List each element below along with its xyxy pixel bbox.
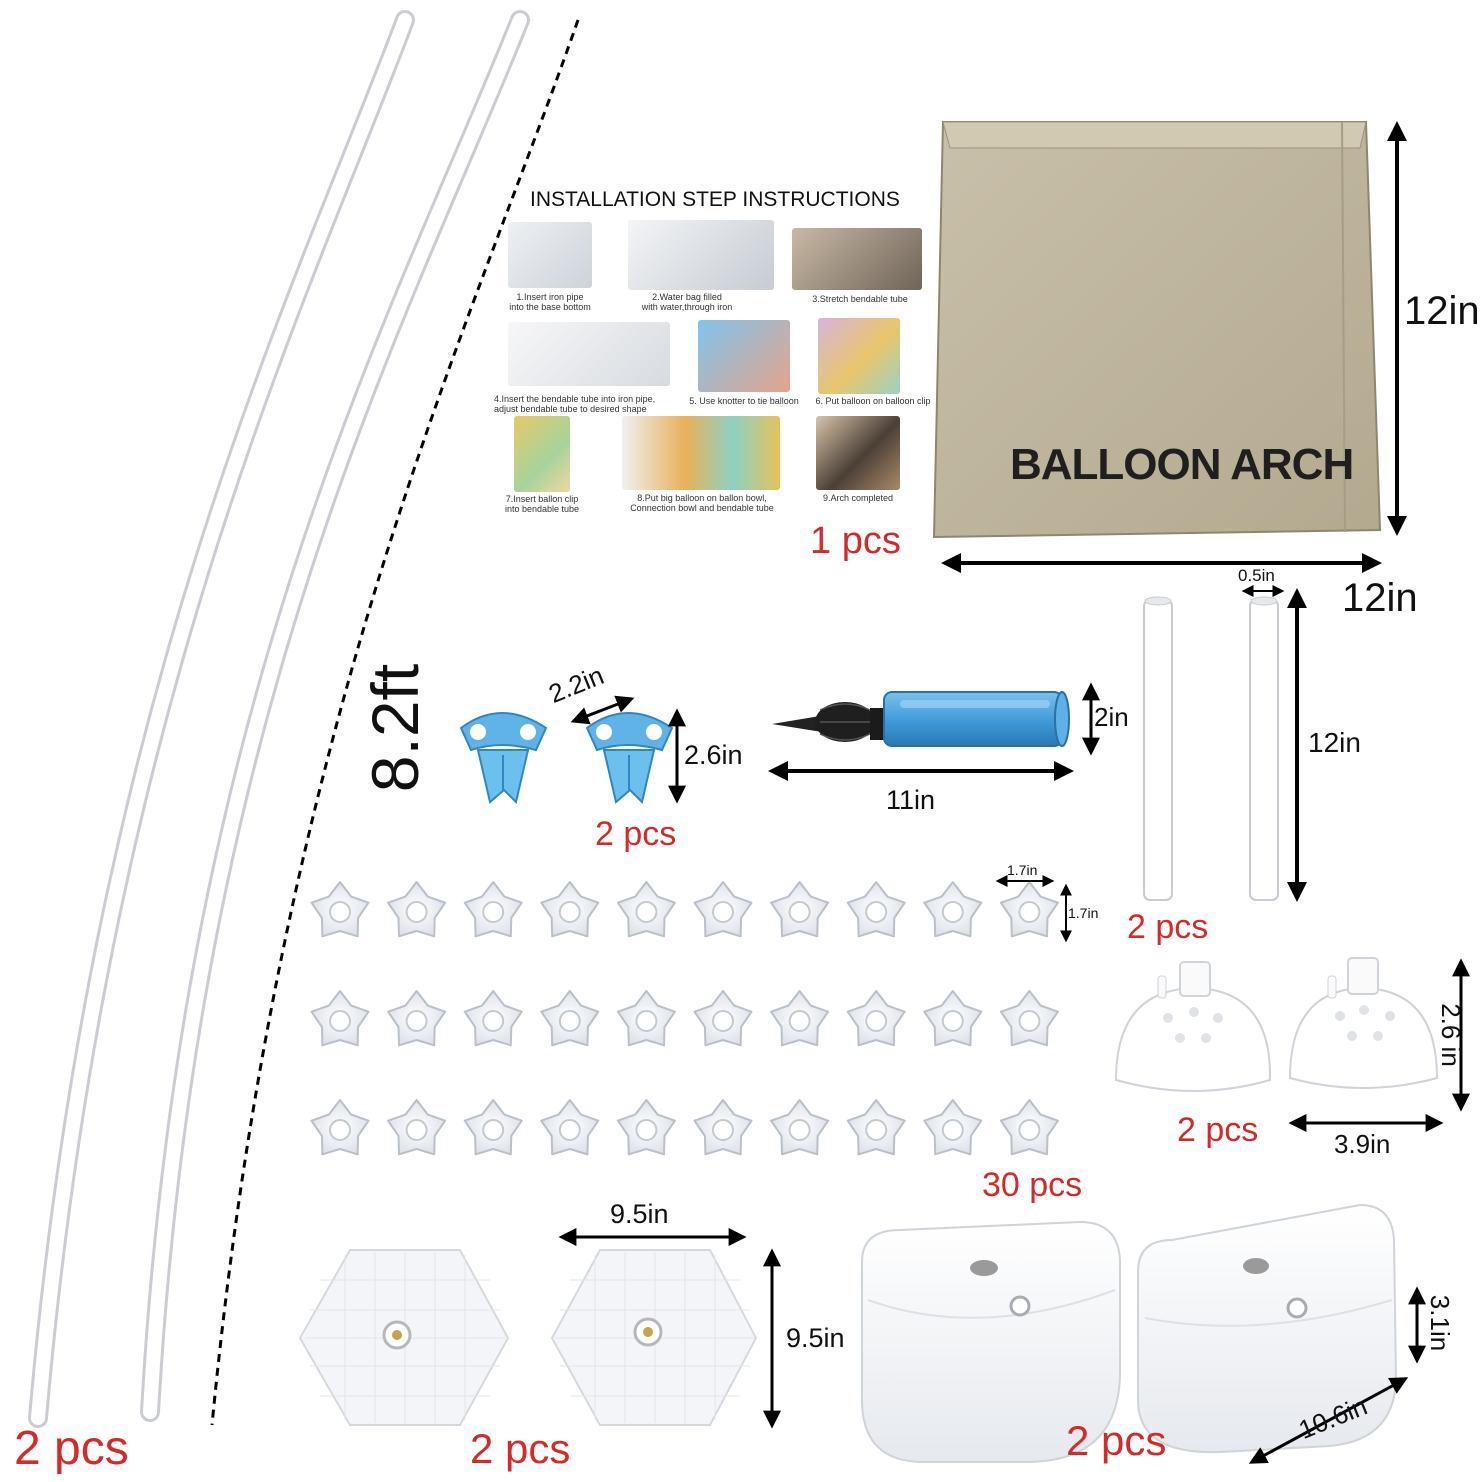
step-4-photo xyxy=(508,322,670,386)
pump-length-label: 11in xyxy=(886,785,936,815)
balloon-clip xyxy=(310,990,370,1047)
water-bag-qty: 2 pcs xyxy=(1066,1417,1167,1464)
arch-length-dashed-line xyxy=(210,19,580,1426)
balloon-clip xyxy=(540,1099,600,1156)
step-9-photo xyxy=(816,416,900,490)
knotter-height-label: 2.6in xyxy=(684,740,743,770)
balloon-clip xyxy=(463,881,523,938)
balloon-clip xyxy=(540,881,600,938)
step-5-caption: 5. Use knotter to tie balloon xyxy=(689,396,799,406)
balloon-clip-grid xyxy=(310,881,1059,1156)
step-2-caption: 2.Water bag filled with water,through ir… xyxy=(641,292,733,312)
step-6-photo xyxy=(818,318,900,394)
hex-base-qty: 2 pcs xyxy=(470,1425,571,1472)
pole-diameter-label: 0.5in xyxy=(1238,566,1275,585)
hex-height-label: 9.5in xyxy=(786,1323,845,1353)
step-5-photo xyxy=(698,320,790,392)
step-1-caption: 1.Insert iron pipe into the base bottom xyxy=(509,292,591,312)
balloon-clip xyxy=(846,881,906,938)
bowl-qty: 2 pcs xyxy=(1177,1111,1259,1149)
balloon-clip xyxy=(387,1099,447,1156)
balloon-clip xyxy=(770,1099,830,1156)
arch-tube-right xyxy=(140,10,530,1422)
balloon-clip xyxy=(923,1099,983,1156)
balloon-clip xyxy=(999,1099,1059,1156)
arch-length-label: 8.2ft xyxy=(358,663,432,793)
hand-pump xyxy=(772,691,1070,747)
knotter-width-arrow xyxy=(570,695,635,725)
box-height-label: 12in xyxy=(1404,289,1480,333)
instructions-qty: 1 pcs xyxy=(810,520,901,562)
balloon-arch-box xyxy=(932,121,1382,539)
step-6-caption: 6. Put balloon on balloon clip xyxy=(815,396,931,406)
bowl-width-label: 3.9in xyxy=(1334,1129,1391,1159)
balloon-clip xyxy=(923,881,983,938)
step-3-caption: 3.Stretch bendable tube xyxy=(812,294,908,304)
balloon-clip xyxy=(770,881,830,938)
balloon-clip xyxy=(846,1099,906,1156)
balloon-clip xyxy=(463,1099,523,1156)
balloon-clip xyxy=(693,1099,753,1156)
hexagon-base xyxy=(298,1249,510,1426)
clip-height-label: 1.7in xyxy=(1068,905,1099,921)
balloon-clip xyxy=(616,1099,676,1156)
balloon-clip xyxy=(616,881,676,938)
step-1-photo xyxy=(508,222,592,288)
hexagon-base xyxy=(550,1249,758,1426)
clip-qty: 30 pcs xyxy=(982,1166,1083,1204)
arch-tube-qty: 2 pcs xyxy=(14,1422,129,1475)
knotter-qty: 2 pcs xyxy=(595,815,677,853)
balloon-clip xyxy=(923,990,983,1047)
balloon-clip xyxy=(770,990,830,1047)
bag-length-arrow xyxy=(1248,1377,1409,1464)
step-3-photo xyxy=(792,228,922,290)
step-7-caption: 7.Insert ballon clip into bendable tube xyxy=(504,494,580,514)
balloon-clip xyxy=(463,990,523,1047)
step-7-photo xyxy=(514,416,570,492)
balloon-knotter-tool xyxy=(459,712,548,804)
hex-width-label: 9.5in xyxy=(610,1199,669,1229)
box-label: BALLOON ARCH xyxy=(1010,440,1354,489)
balloon-clip xyxy=(693,881,753,938)
bag-height-label: 3.1in xyxy=(1425,1294,1455,1352)
bowl-height-label: 2.6 in xyxy=(1436,1003,1466,1067)
balloon-clip xyxy=(846,990,906,1047)
balloon-clip xyxy=(616,990,676,1047)
step-4-caption: 4.Insert the bendable tube into iron pip… xyxy=(494,394,656,414)
balloon-clip xyxy=(999,990,1059,1047)
step-2-photo xyxy=(628,220,774,290)
balloon-clip xyxy=(310,1099,370,1156)
balloon-clip xyxy=(310,881,370,938)
balloon-clip xyxy=(693,990,753,1047)
balloon-bowl xyxy=(1114,961,1272,1092)
pole-qty: 2 pcs xyxy=(1127,908,1209,946)
balloon-knotter-tool xyxy=(585,712,674,804)
clip-width-label: 1.7in xyxy=(1007,862,1038,878)
balloon-clip xyxy=(387,881,447,938)
arch-tube-left xyxy=(28,10,415,1428)
balloon-bowl xyxy=(1288,957,1439,1089)
step-8-caption: 8.Put big balloon on ballon bowl, Connec… xyxy=(630,493,774,513)
box-width-label: 12in xyxy=(1342,576,1418,620)
balloon-clip xyxy=(999,881,1059,938)
pump-height-label: 2in xyxy=(1094,702,1129,732)
balloon-clip xyxy=(540,990,600,1047)
step-9-caption: 9.Arch completed xyxy=(822,493,894,503)
balloon-clip xyxy=(387,990,447,1047)
pole-length-label: 12in xyxy=(1308,727,1361,758)
instructions-title: INSTALLATION STEP INSTRUCTIONS xyxy=(530,188,900,211)
water-weight-bag xyxy=(861,1220,1121,1463)
support-pole xyxy=(1143,596,1173,901)
support-pole xyxy=(1249,596,1279,901)
step-8-photo xyxy=(622,416,780,490)
